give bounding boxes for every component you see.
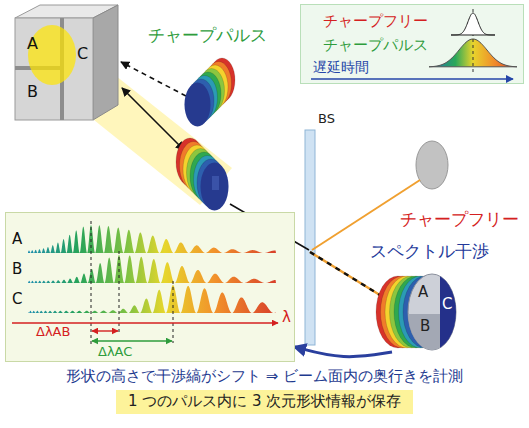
peak-marker: [119, 251, 120, 333]
node-text: C: [77, 45, 88, 63]
object-part-labels: A B C: [5, 5, 120, 125]
wavelength-axis: [12, 322, 278, 323]
shift-arrow: [92, 330, 118, 331]
caption: 形状の高さで干渉縞がシフト ⇒ ビーム面内の奥行きを計測: [0, 368, 529, 385]
node-text: B: [12, 261, 22, 278]
node-text: 遅延時間: [313, 59, 369, 75]
component-label: BS: [318, 112, 335, 127]
pulse-front: [201, 163, 229, 211]
pulse-label: チャープパルス: [148, 26, 267, 46]
node-text: A: [12, 231, 22, 248]
region-c: [440, 270, 460, 354]
interference-fringes: [28, 285, 276, 313]
node-text: チャープフリー: [323, 13, 428, 30]
peak-marker: [91, 221, 92, 345]
pulse-label: チャープフリー: [400, 210, 519, 230]
node-text: チャープパルス: [323, 37, 428, 54]
chirp-free-profile: [451, 13, 495, 35]
node-text: C: [442, 296, 452, 313]
node-text: C: [12, 291, 22, 308]
node-text: B: [420, 318, 430, 335]
flow-arrow: [295, 347, 392, 357]
process-label: スペクトル干渉: [370, 242, 489, 262]
node-text: 1 つのパルス内に 3 次元形状情報が保存: [128, 392, 401, 412]
pulse-face: ABC: [370, 268, 470, 352]
highlight-box: 1 つのパルス内に 3 次元形状情報が保存: [116, 390, 413, 414]
shift-arrow: [92, 340, 172, 341]
pulse-inset: チャープフリーチャープパルス遅延時間: [300, 4, 524, 84]
region-b: [400, 314, 440, 356]
node-text: B: [27, 83, 38, 101]
pulse-front: [185, 83, 211, 127]
interference-fringes: [28, 255, 276, 283]
incident-arrow: [121, 62, 186, 96]
peak-marker: [173, 281, 174, 343]
node-text: λ: [282, 309, 291, 326]
object-side-face: [93, 5, 118, 120]
interference-fringes: [28, 225, 276, 253]
beam-splitter: [305, 130, 315, 345]
object-front-face: [15, 18, 93, 120]
reflected-arrow: [122, 88, 184, 150]
node-text: A: [418, 284, 428, 301]
pulse-step: [212, 176, 219, 190]
reference-mirror: [416, 141, 448, 189]
time-axis: [311, 78, 513, 80]
spectrum-panel: ABC ΔλAB ΔλAC λ: [5, 212, 295, 362]
node-text: ΔλAC: [98, 345, 132, 360]
panel-drawing: [6, 213, 296, 363]
illuminated-spot: [28, 25, 76, 85]
node-text: ΔλAB: [36, 325, 70, 340]
node-text: A: [27, 35, 38, 53]
